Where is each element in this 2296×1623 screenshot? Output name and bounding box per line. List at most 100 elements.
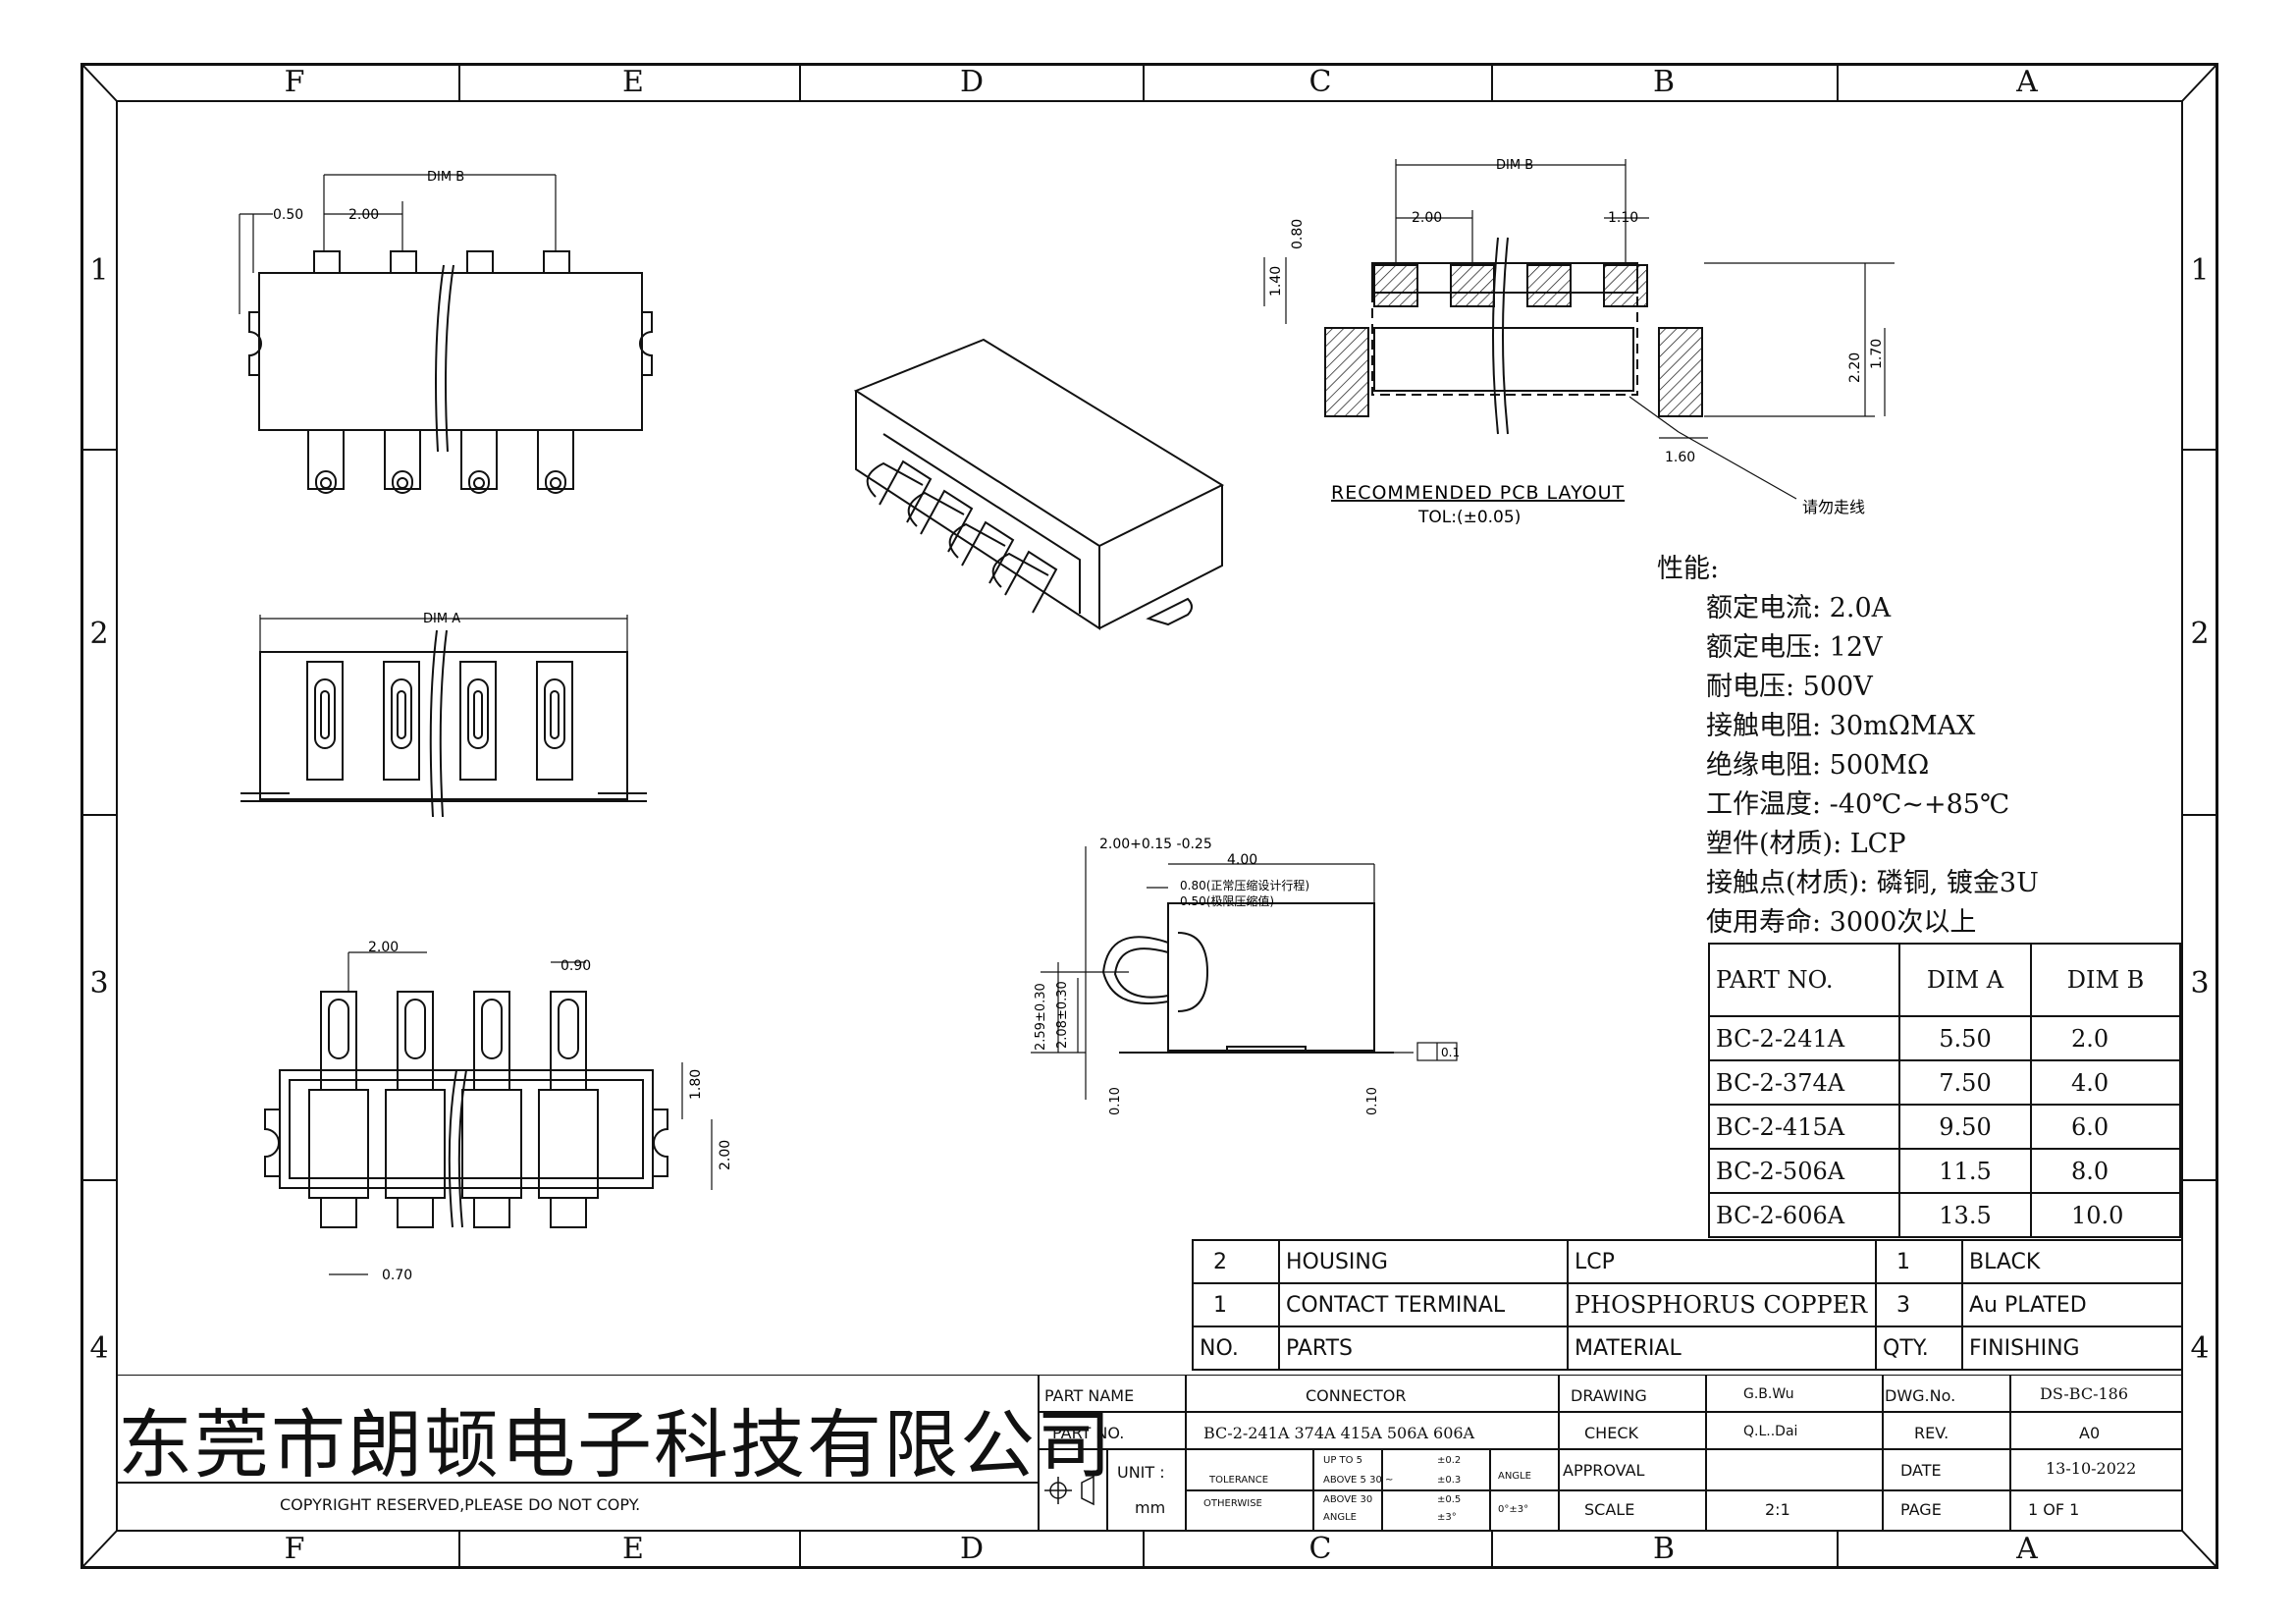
zone-row-left: 3 xyxy=(89,966,109,1001)
pcb-layout-tolerance: TOL:(±0.05) xyxy=(1417,508,1521,527)
dim-label: 2.08±0.30 xyxy=(1055,981,1070,1049)
dim-label: 0.50 xyxy=(273,207,303,223)
dim-label: 2.00 xyxy=(1412,210,1442,226)
spec-line: 额定电压: 12V xyxy=(1706,632,1883,663)
table-row: BC-2-506A 11.5 8.0 xyxy=(1708,1148,2181,1194)
scale-value: 2:1 xyxy=(1765,1500,1790,1519)
table-cell: BC-2-374A xyxy=(1708,1059,1900,1106)
tol-value: ±3° xyxy=(1437,1512,1457,1523)
table-cell: 5.50 xyxy=(1898,1015,2032,1061)
table-row: BC-2-415A 9.50 6.0 xyxy=(1708,1104,2181,1150)
spec-line: 使用寿命: 3000次以上 xyxy=(1706,907,1977,938)
dim-label: 1.80 xyxy=(688,1069,704,1100)
table-row: BC-2-374A 7.50 4.0 xyxy=(1708,1059,2181,1106)
table-cell: 9.50 xyxy=(1898,1104,2032,1150)
page-value: 1 OF 1 xyxy=(2028,1500,2080,1519)
zone-row-right: 1 xyxy=(2190,253,2210,288)
dim-label: 0.10 xyxy=(1365,1087,1380,1115)
table-cell: QTY. xyxy=(1875,1325,1963,1371)
check-label: CHECK xyxy=(1584,1424,1638,1442)
side-view-drawing: 2.00+0.15 -0.25 4.00 0.80(正常压缩设计行程) 0.50… xyxy=(1031,837,1460,1115)
dim-label: 0.10 xyxy=(1108,1087,1123,1115)
unit-label: UNIT : xyxy=(1117,1463,1165,1482)
dim-b-label: DIM B xyxy=(427,170,464,185)
zone-row-right: 2 xyxy=(2190,617,2210,651)
date-value: 13-10-2022 xyxy=(2046,1459,2137,1478)
table-header: DIM A xyxy=(1898,943,2032,1017)
table-cell: Au PLATED xyxy=(1961,1282,2183,1327)
table-cell: BLACK xyxy=(1961,1239,2183,1284)
dim-label: 1.10 xyxy=(1608,210,1638,226)
bottom-view-drawing: 2.00 0.90 1.80 2.00 0.70 xyxy=(264,940,733,1283)
dim-label: 0.90 xyxy=(561,958,591,974)
part-no-label: PART NO. xyxy=(1052,1424,1125,1442)
table-row: 2 HOUSING LCP 1 BLACK xyxy=(1192,1239,2183,1284)
dim-b-label: DIM B xyxy=(1496,158,1533,173)
front-view-drawing: DIM A xyxy=(240,612,647,817)
zone-col-bottom: C xyxy=(1308,1532,1332,1566)
dim-label: 4.00 xyxy=(1227,852,1257,868)
table-row: NO. PARTS MATERIAL QTY. FINISHING xyxy=(1192,1325,2183,1371)
dwg-no-label: DWG.No. xyxy=(1885,1386,1956,1405)
table-cell: 1 xyxy=(1875,1239,1963,1284)
zone-col-bottom: E xyxy=(622,1532,644,1566)
table-cell: CONTACT TERMINAL xyxy=(1278,1282,1569,1327)
pcb-layout-title: RECOMMENDED PCB LAYOUT xyxy=(1331,482,1625,504)
pcb-layout-note: 请勿走线 xyxy=(1802,498,1865,516)
part-name-label: PART NAME xyxy=(1044,1386,1135,1405)
table-row: BC-2-241A 5.50 2.0 xyxy=(1708,1015,2181,1061)
tol-range: ABOVE 5 30 ~ xyxy=(1323,1475,1394,1486)
table-cell: MATERIAL xyxy=(1567,1325,1877,1371)
dim-label: 2.00+0.15 -0.25 xyxy=(1099,837,1212,852)
spec-line: 耐电压: 500V xyxy=(1706,672,1873,702)
table-cell: 3 xyxy=(1875,1282,1963,1327)
dim-label: 1.60 xyxy=(1665,450,1695,465)
page-label: PAGE xyxy=(1900,1500,1942,1519)
table-header: PART NO. xyxy=(1708,943,1900,1017)
dim-label: 0.50(极限压缩值) xyxy=(1180,893,1274,908)
dim-label: 2.00 xyxy=(718,1140,733,1170)
spec-line: 接触点(材质): 磷铜, 镀金3U xyxy=(1706,868,2039,898)
table-cell: 11.5 xyxy=(1898,1148,2032,1194)
dim-label: 2.20 xyxy=(1847,352,1863,383)
table-cell: 6.0 xyxy=(2030,1104,2181,1150)
check-value: Q.L..Dai xyxy=(1743,1424,1798,1439)
angle-value: 0°±3° xyxy=(1498,1504,1529,1515)
table-cell: 8.0 xyxy=(2030,1148,2181,1194)
tol-value: ±0.5 xyxy=(1437,1494,1462,1505)
tol-value: ±0.2 xyxy=(1437,1455,1462,1466)
table-cell: 7.50 xyxy=(1898,1059,2032,1106)
dwg-no-value: DS-BC-186 xyxy=(2040,1384,2129,1403)
dim-label: 1.40 xyxy=(1268,266,1284,297)
drawing-value: G.B.Wu xyxy=(1743,1386,1794,1402)
zone-row-right: 4 xyxy=(2190,1331,2210,1366)
table-cell: PHOSPHORUS COPPER xyxy=(1567,1282,1877,1327)
dim-label: 2.00 xyxy=(368,940,399,955)
flatness-label: 0.1 xyxy=(1441,1046,1460,1059)
zone-col-bottom: D xyxy=(959,1532,985,1566)
approval-label: APPROVAL xyxy=(1563,1461,1645,1480)
dim-label: 2.59±0.30 xyxy=(1034,983,1048,1051)
table-cell: 2 xyxy=(1192,1239,1280,1284)
zone-col-top: E xyxy=(622,65,644,99)
table-cell: 1 xyxy=(1192,1282,1280,1327)
tol-range: ANGLE xyxy=(1323,1512,1357,1523)
table-cell: HOUSING xyxy=(1278,1239,1569,1284)
company-name: 东莞市朗顿电子科技有限公司 xyxy=(118,1401,1113,1488)
dim-label: 0.80 xyxy=(1290,219,1306,249)
dim-a-label: DIM A xyxy=(423,612,460,626)
spec-line: 工作温度: -40℃~+85℃ xyxy=(1706,789,2010,820)
date-label: DATE xyxy=(1900,1461,1942,1480)
table-cell: BC-2-241A xyxy=(1708,1015,1900,1061)
spec-line: 额定电流: 2.0A xyxy=(1706,593,1892,623)
table-cell: 2.0 xyxy=(2030,1015,2181,1061)
zone-col-top: B xyxy=(1652,65,1676,99)
dim-label: 0.80(正常压缩设计行程) xyxy=(1180,878,1309,893)
table-cell: FINISHING xyxy=(1961,1325,2183,1371)
dimension-table: PART NO. DIM A DIM B BC-2-241A 5.50 2.0 … xyxy=(1708,943,2181,1238)
table-row: BC-2-606A 13.5 10.0 xyxy=(1708,1192,2181,1238)
isometric-view-drawing xyxy=(853,338,1225,630)
spec-line: 接触电阻: 30mΩMAX xyxy=(1706,711,1976,741)
bom-table: 2 HOUSING LCP 1 BLACK 1 CONTACT TERMINAL… xyxy=(1192,1239,2183,1371)
spec-heading: 性能: xyxy=(1657,554,1720,584)
